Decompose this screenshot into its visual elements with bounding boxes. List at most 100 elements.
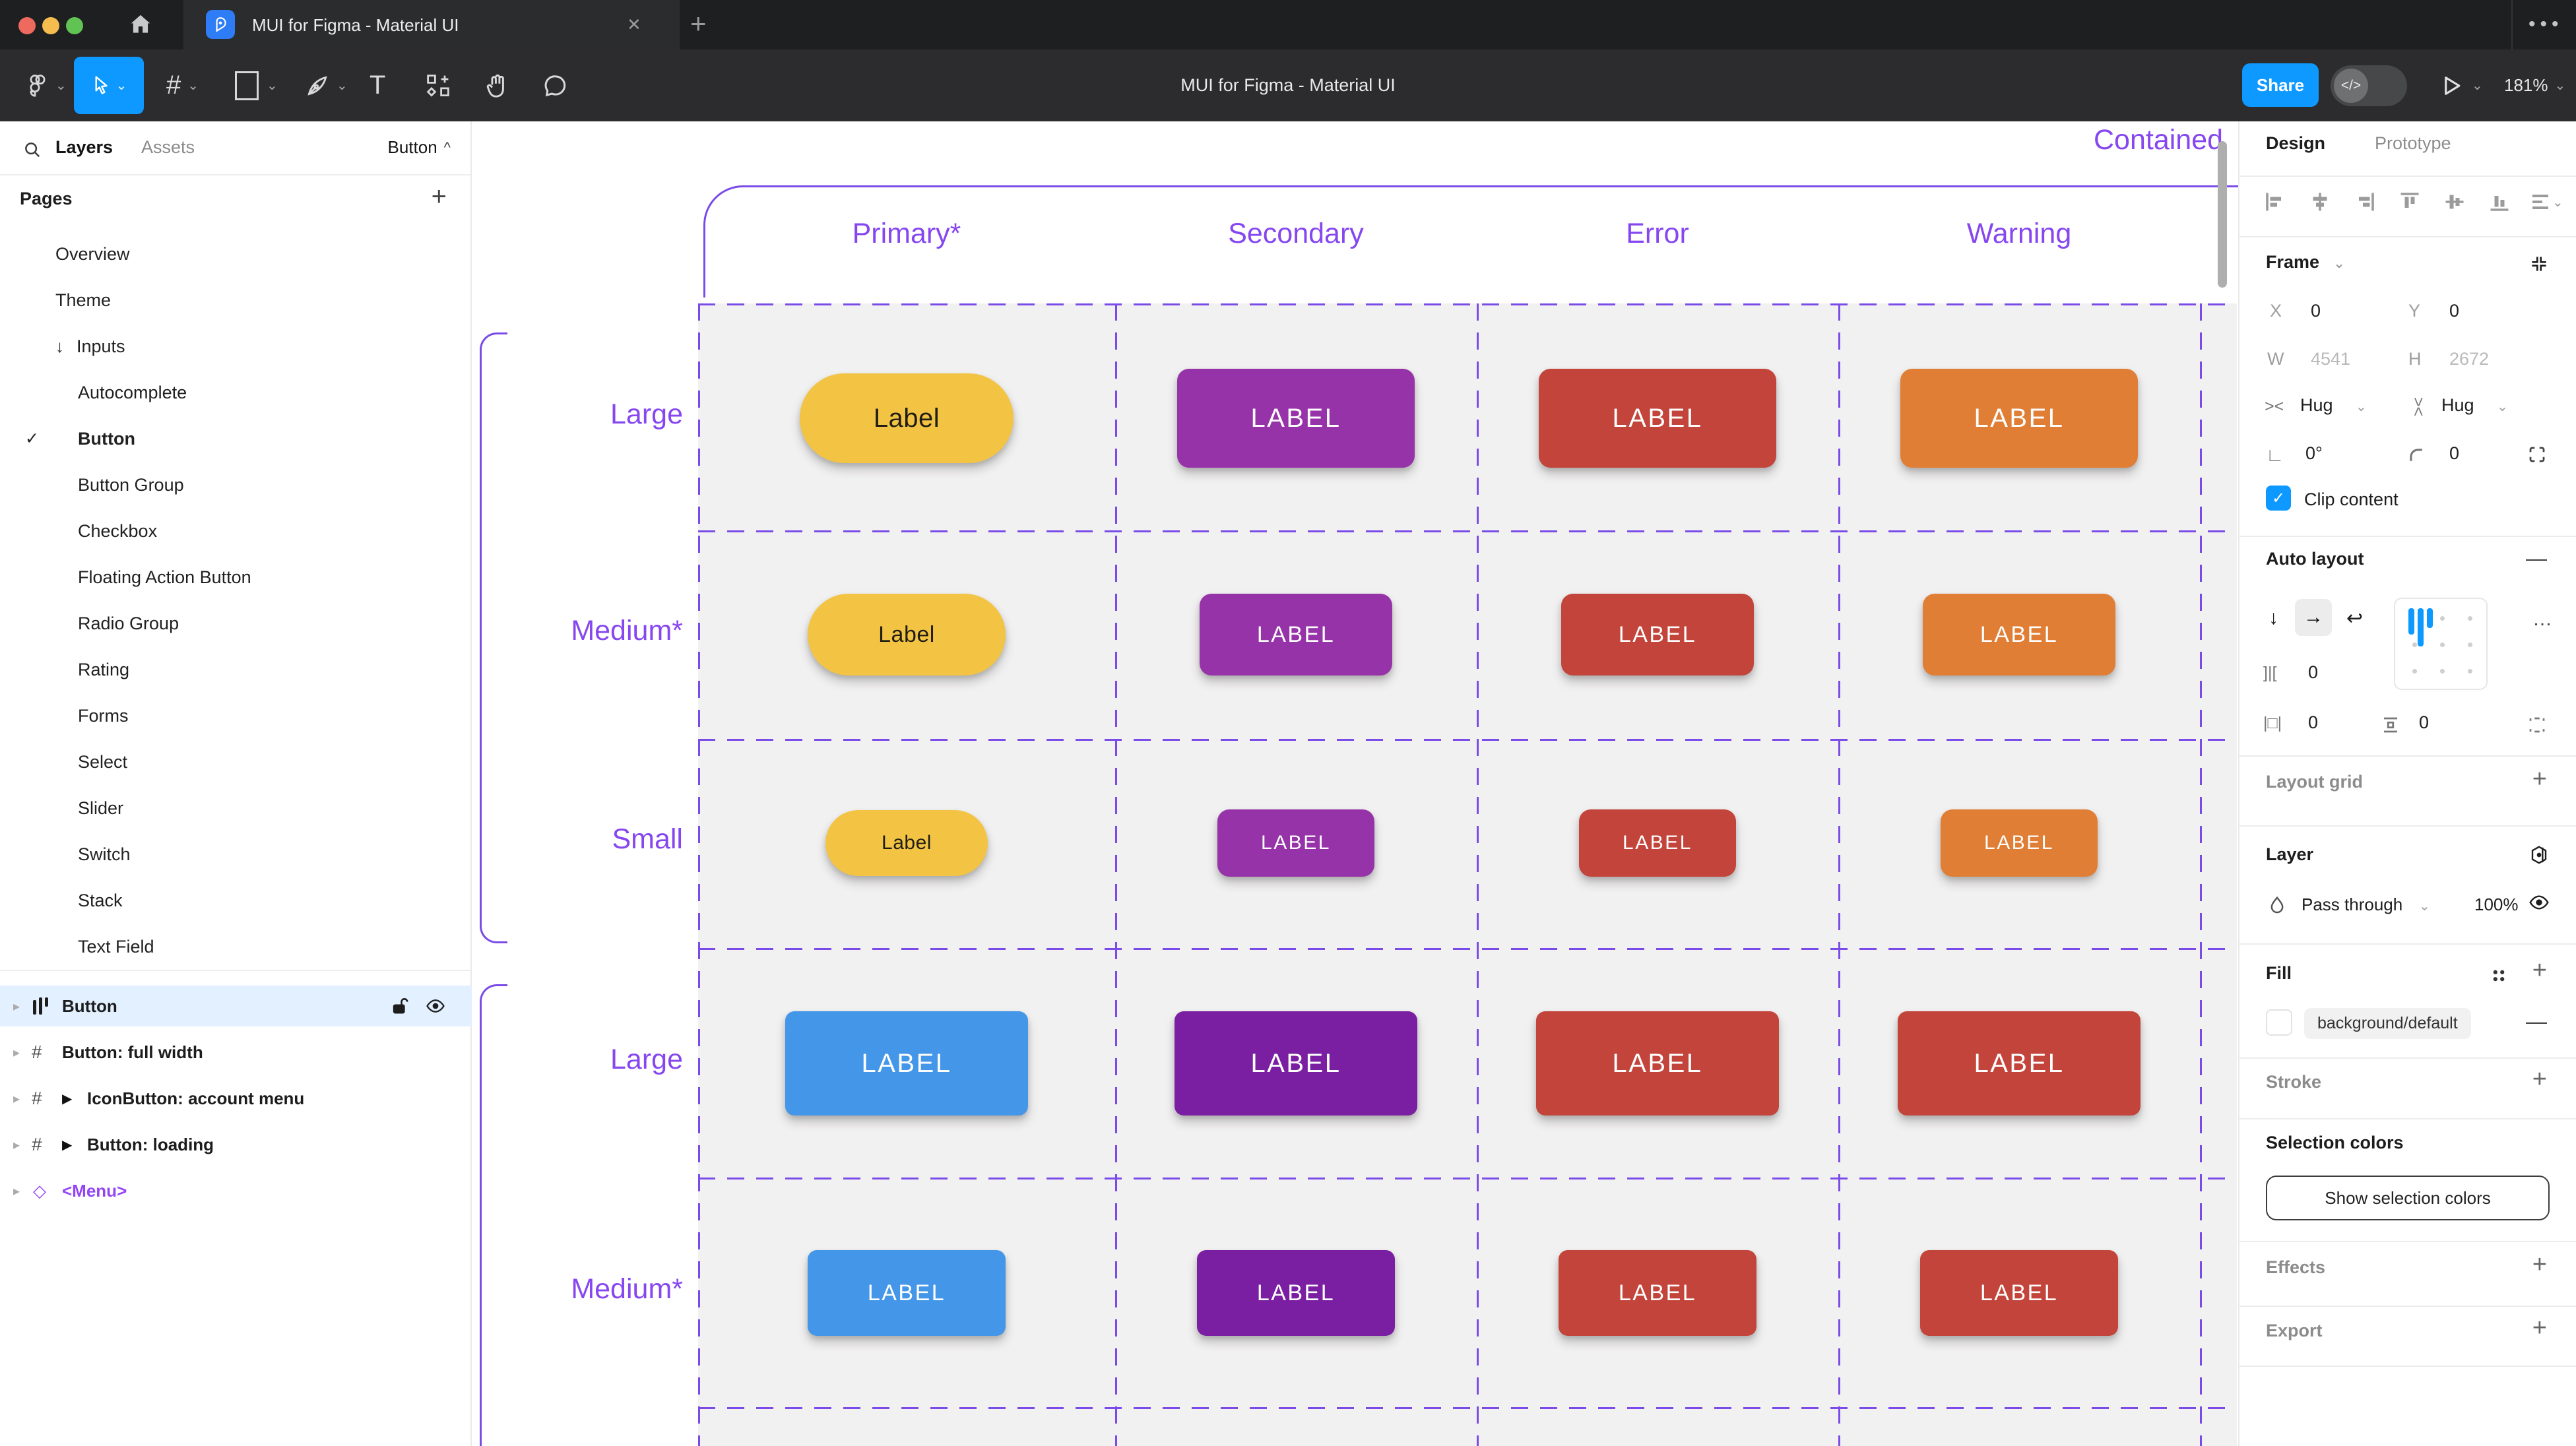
hug-horizontal-select[interactable]: Hug — [2300, 395, 2333, 415]
chevron-right-icon[interactable]: ▸ — [13, 1091, 20, 1106]
sidebar-item-inputs[interactable]: ↓ Inputs — [55, 336, 125, 356]
sidebar-item-rating[interactable]: Rating — [78, 659, 130, 679]
home-icon[interactable] — [128, 12, 153, 37]
layer-row-button[interactable]: ▸ Button — [0, 986, 472, 1026]
add-page-button[interactable]: + — [431, 182, 447, 211]
pen-tool-button[interactable]: ⌄ — [305, 49, 348, 121]
sidebar-item-overview[interactable]: Overview — [55, 243, 130, 264]
button-small-warning[interactable]: LABEL — [1941, 809, 2098, 877]
remove-auto-layout-button[interactable]: — — [2526, 546, 2547, 570]
sidebar-item-radio-group[interactable]: Radio Group — [78, 613, 179, 633]
add-effect-button[interactable]: + — [2532, 1251, 2547, 1278]
button-large-dark-purple[interactable]: LABEL — [1175, 1011, 1417, 1116]
add-layout-grid-button[interactable]: + — [2532, 765, 2547, 793]
chevron-right-icon[interactable]: ▸ — [13, 1137, 20, 1152]
button-large-red[interactable]: LABEL — [1898, 1011, 2141, 1116]
button-medium-secondary[interactable]: LABEL — [1200, 594, 1392, 676]
layer-row-button-loading[interactable]: ▸ # ▶ Button: loading — [13, 1134, 214, 1154]
hand-tool-button[interactable] — [484, 49, 511, 121]
frame-title[interactable]: Contained — [2094, 124, 2224, 156]
close-window-button[interactable] — [18, 17, 36, 34]
button-large-secondary[interactable]: LABEL — [1177, 369, 1415, 468]
horizontal-padding-value[interactable]: 0 — [2308, 712, 2319, 732]
text-tool-button[interactable]: T — [370, 49, 385, 121]
move-tool-button[interactable]: ⌄ — [74, 57, 144, 114]
add-fill-button[interactable]: + — [2532, 957, 2547, 984]
sidebar-item-select[interactable]: Select — [78, 751, 128, 772]
y-value[interactable]: 0 — [2449, 301, 2460, 321]
button-large-primary[interactable]: Label — [800, 373, 1014, 463]
button-large-red[interactable]: LABEL — [1536, 1011, 1779, 1116]
align-vertical-center-icon[interactable] — [2443, 190, 2466, 214]
clip-content-checkbox[interactable]: ✓ — [2266, 486, 2291, 511]
align-horizontal-center-icon[interactable] — [2308, 190, 2332, 214]
button-medium-primary[interactable]: Label — [808, 594, 1006, 676]
wrap-icon[interactable]: ↩ — [2346, 608, 2364, 629]
align-bottom-icon[interactable] — [2488, 190, 2511, 214]
h-value[interactable]: 2672 — [2449, 349, 2490, 369]
blend-mode-select[interactable]: Pass through — [2302, 895, 2403, 914]
fill-color-swatch[interactable] — [2266, 1009, 2292, 1036]
sidebar-item-autocomplete[interactable]: Autocomplete — [78, 382, 187, 402]
align-left-icon[interactable] — [2263, 190, 2287, 214]
chevron-right-icon[interactable]: ▸ — [13, 999, 20, 1014]
main-menu-button[interactable]: ⌄ — [26, 49, 67, 121]
layer-row-iconbutton-account-menu[interactable]: ▸ # ▶ IconButton: account menu — [13, 1088, 305, 1108]
frame-section-header[interactable]: Frame ⌄ — [2266, 252, 2345, 272]
vertical-padding-value[interactable]: 0 — [2419, 712, 2430, 732]
sidebar-item-button-group[interactable]: Button Group — [78, 474, 184, 495]
collapse-panel-icon[interactable] — [2528, 253, 2550, 274]
zoom-window-button[interactable] — [66, 17, 83, 34]
hug-vertical-select[interactable]: Hug — [2441, 395, 2474, 415]
w-value[interactable]: 4541 — [2311, 349, 2351, 369]
button-medium-blue[interactable]: LABEL — [808, 1250, 1006, 1336]
share-button[interactable]: Share — [2242, 63, 2319, 107]
canvas[interactable]: Contained Primary* Secondary Error Warni… — [472, 121, 2238, 1446]
button-large-error[interactable]: LABEL — [1539, 369, 1776, 468]
distribute-menu-icon[interactable]: ⌄ — [2528, 190, 2563, 214]
sidebar-item-checkbox[interactable]: Checkbox — [78, 520, 158, 541]
button-small-primary[interactable]: Label — [825, 810, 988, 876]
sidebar-item-stack[interactable]: Stack — [78, 890, 123, 910]
actions-tool-button[interactable] — [425, 49, 451, 121]
layer-row-button-full-width[interactable]: ▸ # Button: full width — [13, 1042, 203, 1062]
sidebar-item-text-field[interactable]: Text Field — [78, 936, 154, 957]
auto-layout-more-button[interactable]: … — [2532, 608, 2554, 630]
sidebar-item-slider[interactable]: Slider — [78, 798, 124, 818]
visibility-icon[interactable] — [426, 997, 445, 1015]
window-menu-button[interactable]: ••• — [2528, 13, 2563, 35]
tab-prototype[interactable]: Prototype — [2375, 133, 2451, 153]
button-large-warning[interactable]: LABEL — [1900, 369, 2138, 468]
blend-mode-icon[interactable] — [2528, 844, 2550, 865]
dev-mode-toggle[interactable]: </> — [2331, 65, 2407, 106]
show-selection-colors-button[interactable]: Show selection colors — [2266, 1176, 2550, 1220]
button-small-secondary[interactable]: LABEL — [1217, 809, 1374, 877]
auto-layout-alignment-widget[interactable] — [2394, 598, 2488, 690]
sidebar-item-forms[interactable]: Forms — [78, 705, 129, 726]
rotation-value[interactable]: 0° — [2305, 443, 2323, 463]
sidebar-item-switch[interactable]: Switch — [78, 844, 131, 864]
independent-padding-icon[interactable] — [2527, 715, 2547, 735]
chevron-right-icon[interactable]: ▸ — [13, 1045, 20, 1060]
button-small-error[interactable]: LABEL — [1579, 809, 1736, 877]
unlock-icon[interactable] — [391, 997, 408, 1015]
tab-layers[interactable]: Layers — [55, 137, 113, 157]
present-button[interactable]: ⌄ — [2441, 49, 2483, 121]
add-stroke-button[interactable]: + — [2532, 1065, 2547, 1093]
current-component-header[interactable]: Button ^ — [388, 137, 451, 158]
direction-vertical-icon[interactable]: ↓ — [2269, 607, 2278, 629]
new-tab-button[interactable]: + — [690, 8, 707, 39]
remove-fill-button[interactable]: — — [2526, 1009, 2547, 1033]
close-tab-icon[interactable]: ✕ — [627, 15, 641, 34]
shape-tool-button[interactable]: ⌄ — [235, 49, 278, 121]
button-medium-dark-purple[interactable]: LABEL — [1197, 1250, 1395, 1336]
direction-horizontal-selected[interactable]: → — [2295, 599, 2332, 636]
search-icon[interactable] — [22, 140, 42, 160]
sidebar-item-button[interactable]: ✓ Button — [25, 428, 135, 449]
chevron-right-icon[interactable]: ▸ — [13, 1183, 20, 1199]
independent-corners-icon[interactable] — [2527, 445, 2547, 464]
styles-icon[interactable] — [2490, 967, 2507, 984]
align-top-icon[interactable] — [2398, 190, 2422, 214]
button-large-blue[interactable]: LABEL — [785, 1011, 1028, 1116]
frame-tool-button[interactable]: # ⌄ — [166, 49, 199, 121]
